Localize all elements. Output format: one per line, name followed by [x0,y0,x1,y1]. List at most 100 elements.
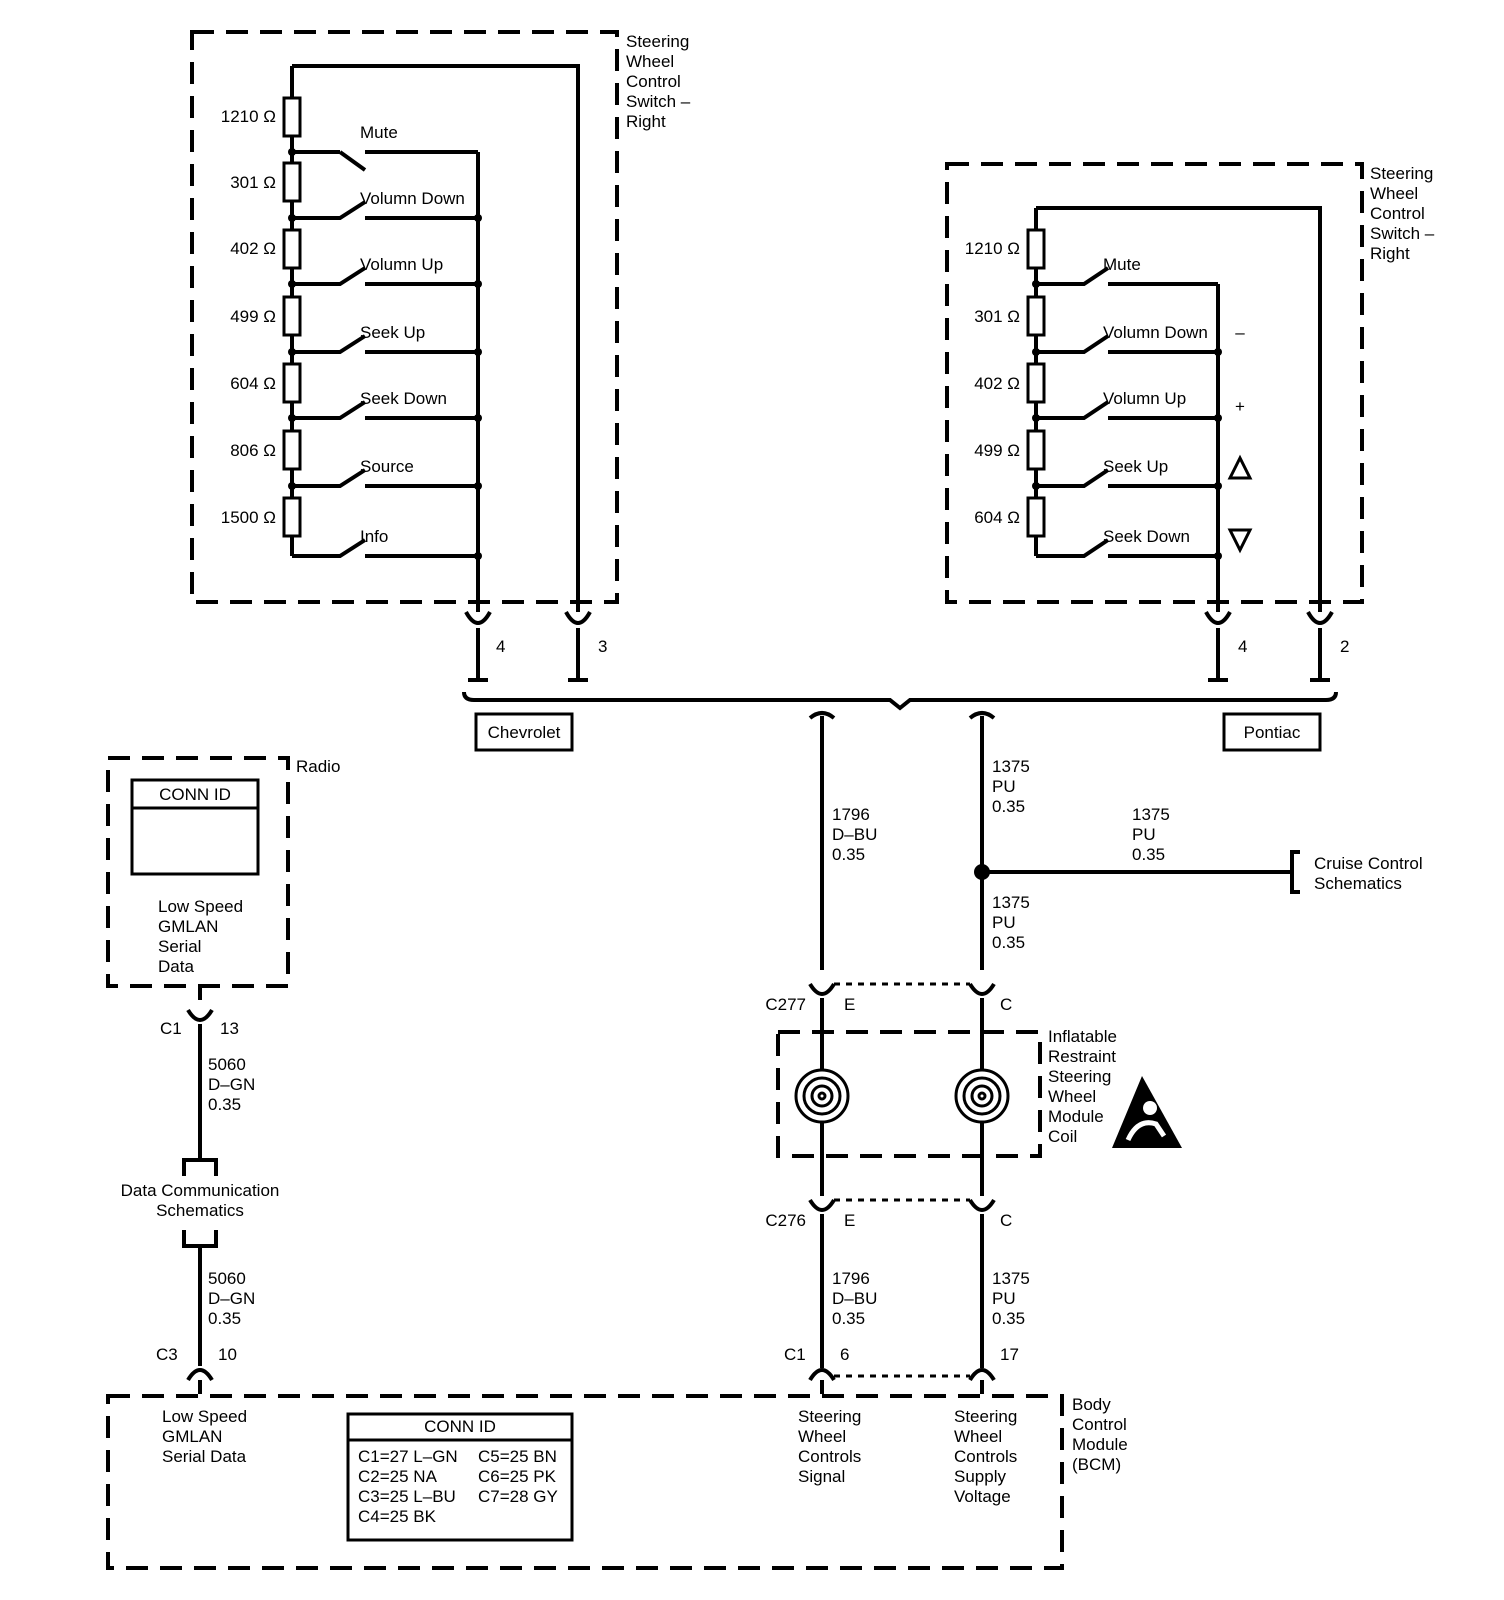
variant-chevrolet-box [474,712,574,752]
airbag-warning-icon [1112,1076,1182,1148]
resistor-value: 604 Ω [230,374,276,393]
switch-right-title-line: Steering [1370,164,1433,183]
switch-left-row: 1500 Ω Info [221,496,482,560]
switch-label: Seek Up [360,323,425,342]
signal-wire-1796-lower: 1796 D–BU 0.35 [820,1214,877,1368]
resistor [1026,228,1046,270]
radio-module: Radio CONN ID Low Speed GMLAN Serial Dat… [106,756,340,988]
switch-left-title-line: Steering [626,32,689,51]
resistor-value: 1500 Ω [221,508,276,527]
up-triangle-icon [1227,454,1253,480]
radio-connector-c1: C1 13 5060 D–GN 0.35 [160,988,255,1160]
coil-label: Coil [1048,1127,1077,1146]
switch-label: Source [360,457,414,476]
signal-wire-1796: 1796 D–BU 0.35 [808,711,877,970]
switch-left-row: 301 Ω Volumn Down [230,161,482,222]
connector-name: C277 [765,995,806,1014]
bcm-conn-id-title: CONN ID [424,1417,496,1436]
coil-label: Inflatable [1048,1027,1117,1046]
bcm-supply: Steering [954,1407,1017,1426]
switch-label: Mute [360,123,398,142]
resistor-value: 402 Ω [974,374,1020,393]
resistor [1026,496,1046,538]
bcm-title: Module [1072,1435,1128,1454]
pin-number: 2 [1340,637,1349,656]
variant-brace: Chevrolet Pontiac [462,691,1338,752]
bcm-signal: Signal [798,1467,845,1486]
resistor [282,429,302,471]
bcm-module: C3 10 C1 6 17 Body Control Module (BCM) … [106,1345,1128,1570]
pin-number: 17 [1000,1345,1019,1364]
bcm-gmlan: Serial Data [162,1447,247,1466]
switch-left: Steering Wheel Control Switch – Right 12… [190,30,691,682]
plus-symbol: + [1235,397,1245,416]
radio-conn-id-box [130,778,260,876]
pin-number: 13 [220,1019,239,1038]
wire-label: PU [992,1289,1016,1308]
wire-label: 0.35 [1132,845,1165,864]
cruise-control-ref: Cruise Control Schematics [1290,850,1423,894]
wire-label: 0.35 [832,845,865,864]
switch-label: Info [360,527,388,546]
resistor [282,496,302,538]
resistor-value: 301 Ω [230,173,276,192]
supply-wire-1375-lower: 1375 PU 0.35 [980,1214,1030,1368]
wire-label: 0.35 [208,1095,241,1114]
wire-label: 1375 [992,757,1030,776]
bcm-signal: Controls [798,1447,861,1466]
switch-right-title-line: Right [1370,244,1410,263]
switch-left-title: Steering Wheel Control Switch – Right [626,32,691,131]
wire-label: 1375 [992,893,1030,912]
switch-left-row: 1210 Ω Mute [221,96,478,172]
bcm-signal: Wheel [798,1427,846,1446]
coil-boundary [776,1030,1042,1158]
resistor-value: 1210 Ω [965,239,1020,258]
pin-letter: C [1000,1211,1012,1230]
wire-label: 0.35 [992,1309,1025,1328]
wire-label: 0.35 [992,797,1025,816]
bcm-title: Body [1072,1395,1111,1414]
supply-wire-1375: 1375 PU 0.35 1375 PU 0.35 1375 PU 0.35 [968,711,1292,970]
connector-name: C3 [156,1345,178,1364]
radio-boundary [106,756,290,988]
resistor [1026,362,1046,404]
switch-right-pin-4: 4 [1204,610,1247,682]
connector-name: C276 [765,1211,806,1230]
coil-spiral-left [794,1068,850,1124]
bcm-signal: Steering [798,1407,861,1426]
switch-right-boundary [945,162,1364,604]
wire-label: 1796 [832,805,870,824]
switch-left-boundary [190,30,619,604]
switch-left-row: 806 Ω Source [230,429,482,490]
coil-label: Steering [1048,1067,1111,1086]
bcm-conn-id-entry: C7=28 GY [478,1487,558,1506]
resistor [282,228,302,270]
connector-name: C1 [784,1345,806,1364]
switch-left-pin-4: 4 [464,610,505,682]
switch-right-row: 604 Ω Seek Down [974,496,1253,560]
switch-label: Volumn Up [1103,389,1186,408]
resistor [282,295,302,337]
switch-left-title-line: Switch – [626,92,691,111]
resistor [282,362,302,404]
switch-right-row: 1210 Ω Mute [965,228,1218,288]
radio-text: Low Speed [158,897,243,916]
switch-right-title-line: Control [1370,204,1425,223]
resistor [1026,429,1046,471]
bcm-title: Control [1072,1415,1127,1434]
wire-label: D–BU [832,825,877,844]
bcm-conn-id-entry: C2=25 NA [358,1467,438,1486]
pin-letter: E [844,995,855,1014]
radio-text: Serial [158,937,201,956]
pin-number: 4 [496,637,505,656]
wire-label: 1375 [1132,805,1170,824]
down-triangle-icon [1227,528,1253,554]
bcm-supply: Wheel [954,1427,1002,1446]
resistor-value: 499 Ω [974,441,1020,460]
coil-label: Restraint [1048,1047,1116,1066]
switch-label: Volumn Down [1103,323,1208,342]
connector-c276: C276 E C [765,1198,1012,1230]
radio-text: Data [158,957,194,976]
data-comm-label: Schematics [156,1201,244,1220]
resistor [282,161,302,203]
